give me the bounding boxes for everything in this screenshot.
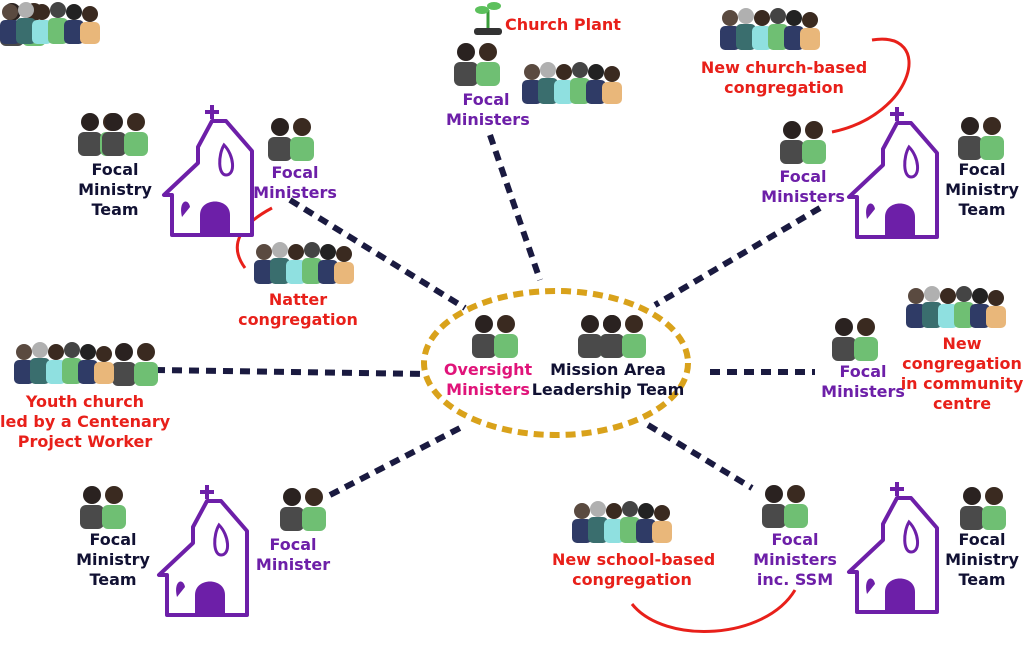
people-group-icon <box>0 2 100 44</box>
connector-bottom-right <box>646 422 754 491</box>
arc-new-church-based <box>831 37 911 134</box>
connector-top-left <box>288 197 467 311</box>
connector-bottom-left <box>328 425 462 498</box>
sprout-icon <box>474 2 502 35</box>
connector-left <box>154 367 426 377</box>
connector-top <box>487 134 543 281</box>
label-church-plant: Church Plant <box>505 15 621 34</box>
connector-top-right <box>653 205 822 308</box>
church-icon <box>162 105 254 237</box>
arc-school-based <box>630 589 797 633</box>
